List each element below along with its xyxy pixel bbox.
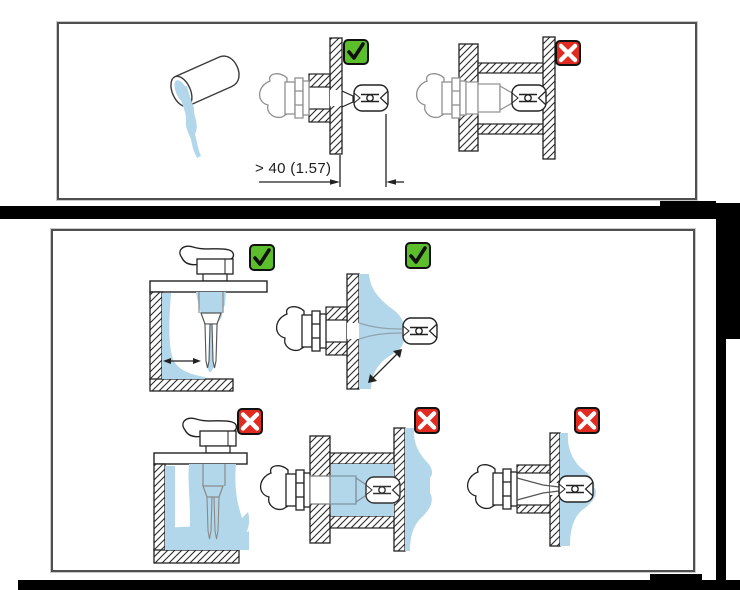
wall-liquid-film	[162, 293, 205, 379]
artifact-bar-top	[0, 206, 716, 219]
fork-tine	[204, 323, 211, 369]
fork-shell	[200, 312, 222, 325]
error-cross-icon	[574, 407, 600, 434]
sensor-housing	[415, 73, 467, 119]
tank-wall	[153, 463, 166, 552]
diagram-tank-incorrect	[153, 408, 263, 564]
nozzle-top	[477, 62, 546, 74]
error-cross-icon	[555, 40, 581, 66]
nozzle-top	[329, 452, 401, 465]
tank-wall	[149, 291, 163, 381]
tank-cover	[149, 280, 268, 293]
tank-cover	[153, 452, 248, 465]
clearance-arrow-diagonal	[368, 349, 402, 383]
fork-tine	[206, 496, 213, 540]
ok-check-icon	[343, 39, 369, 65]
nozzle-bottom	[477, 123, 546, 135]
diagram-flooded-nozzle-incorrect	[259, 407, 440, 552]
artifact-bar-right	[716, 339, 726, 590]
liquid-film	[405, 428, 433, 551]
liquid-film	[359, 274, 404, 389]
filling-curtain-drawing	[149, 242, 600, 564]
diagram-nozzle-incorrect	[415, 36, 581, 160]
mounting-boss	[308, 73, 331, 88]
artifact-bar-top-bump	[660, 201, 716, 207]
diagram-wall-film-correct	[275, 242, 438, 390]
ok-check-icon	[405, 242, 431, 269]
sensor-housing	[466, 464, 518, 510]
sensor-housing	[258, 73, 310, 119]
clearance-arrow	[163, 358, 201, 364]
fork-probe	[353, 84, 389, 112]
dimension-40mm	[259, 114, 404, 187]
pouring-container	[170, 55, 240, 158]
error-cross-icon	[237, 408, 263, 435]
artifact-bar-bottom-bump	[650, 574, 702, 581]
mounting-boss	[325, 306, 348, 321]
liquid-stream	[178, 86, 201, 158]
panel-wall-distance: > 40 (1.57)	[56, 21, 698, 201]
diagram-film-on-fork-incorrect	[466, 407, 600, 547]
wall-liquid-film	[165, 466, 175, 536]
tank-floor	[149, 378, 234, 392]
panel-filling-curtain	[50, 228, 696, 573]
mounting-boss	[516, 464, 551, 474]
fork-probe	[558, 475, 594, 503]
tank-floor	[153, 549, 240, 564]
fork-tine	[211, 323, 218, 369]
fork-probe	[365, 476, 401, 504]
ok-check-icon	[249, 244, 275, 271]
fork-tine	[213, 496, 220, 540]
liquid-pool	[165, 526, 249, 550]
wall-distance-drawing	[170, 36, 581, 187]
artifact-bar-bottom	[18, 580, 740, 590]
fork-probe	[402, 317, 438, 345]
nozzle-bottom	[329, 515, 401, 529]
artifact-block-right	[716, 203, 740, 339]
fork-probe	[511, 84, 547, 112]
error-cross-icon	[414, 407, 440, 434]
diagram-tank-correct	[149, 244, 275, 392]
sensor-housing	[275, 306, 327, 352]
diagram-clearance-correct	[258, 37, 404, 187]
sensor-housing	[259, 465, 311, 511]
dimension-label: > 40 (1.57)	[255, 160, 332, 177]
